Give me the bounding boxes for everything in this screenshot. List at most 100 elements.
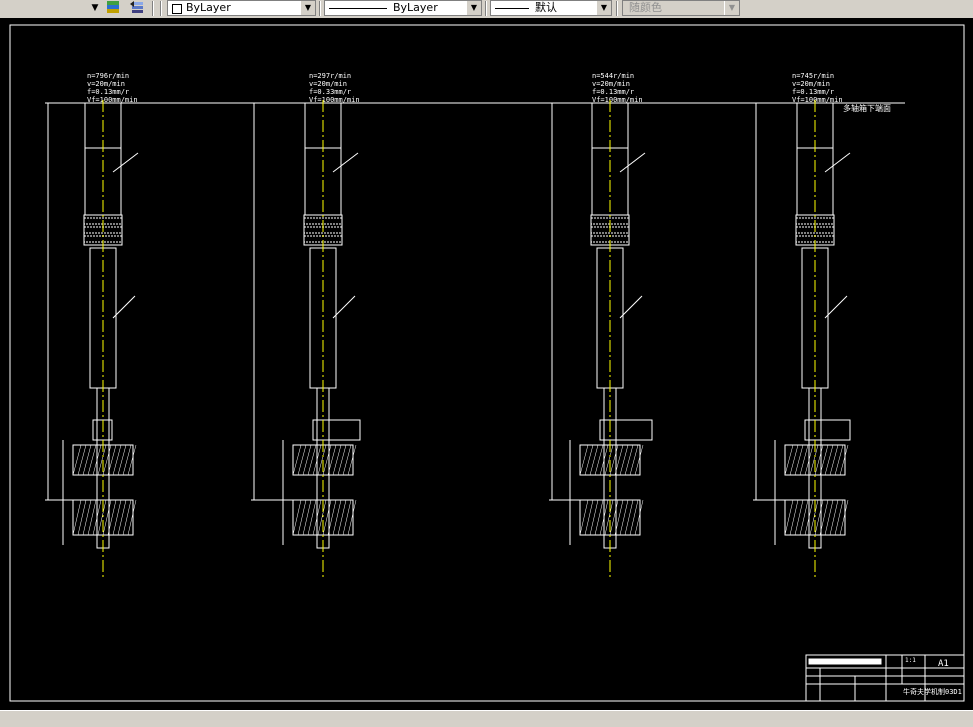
title-sheet-size: A1 <box>938 659 949 669</box>
color-swatch <box>172 4 182 14</box>
tool-stage-1: n=796r/minv=20m/minf=0.13mm/rVf=100mm/mi… <box>45 72 139 580</box>
hatch-line <box>629 444 639 476</box>
chevron-down-icon[interactable]: ▼ <box>596 1 611 15</box>
hatch-line <box>789 444 799 476</box>
hatch-line <box>829 499 839 536</box>
cutting-param: Vf=100mm/min <box>309 96 360 104</box>
leader-line <box>619 152 646 173</box>
hatch-line <box>839 444 849 476</box>
hatch-line <box>127 499 137 536</box>
hatch-line <box>327 499 337 536</box>
hatch-line <box>327 444 337 476</box>
hatch-line <box>82 444 92 476</box>
status-bar <box>0 710 973 727</box>
color-combo-value: ByLayer <box>186 1 231 14</box>
hatch-line <box>117 444 127 476</box>
hatch-line <box>614 499 624 536</box>
hatch-line <box>322 499 332 536</box>
guide-bush <box>804 419 851 441</box>
hatch-line <box>784 499 794 536</box>
spindle-box-note: 多轴箱下端面 <box>843 103 891 113</box>
hatch-line <box>87 499 97 536</box>
cutting-param: Vf=100mm/min <box>87 96 138 104</box>
spindle-body <box>591 102 629 216</box>
tool-stage-2: n=297r/minv=20m/minf=0.33mm/rVf=100mm/mi… <box>251 72 361 580</box>
chevron-down-icon[interactable]: ▼ <box>466 1 481 15</box>
hatch-line <box>794 444 804 476</box>
toolbar-separator <box>616 1 618 16</box>
title-block <box>805 654 965 702</box>
hatch-line <box>297 499 307 536</box>
leader-line <box>112 295 136 319</box>
spindle-body <box>304 102 342 216</box>
leader-line <box>332 152 359 173</box>
hatch-line <box>594 499 604 536</box>
cutting-param: n=796r/min <box>87 72 129 80</box>
hatch-line <box>342 499 352 536</box>
guide-bush <box>312 419 361 441</box>
title-scale: 1:1 <box>905 657 916 664</box>
hatch-line <box>614 444 624 476</box>
hatch-line <box>609 499 619 536</box>
hatch-line <box>829 444 839 476</box>
hatch-line <box>312 499 322 536</box>
color-control-combo[interactable]: ByLayer ▼ <box>167 0 316 16</box>
hatch-line <box>317 499 327 536</box>
hatch-line <box>599 444 609 476</box>
hatch-line <box>337 444 347 476</box>
layer-states-icon[interactable] <box>104 0 122 17</box>
sheet-border <box>9 24 965 702</box>
hatch-line <box>317 444 327 476</box>
cutting-param: v=20m/min <box>309 80 347 88</box>
spindle-body <box>796 102 834 216</box>
layer-previous-icon[interactable] <box>128 0 146 17</box>
chevron-down-icon[interactable]: ▼ <box>300 1 315 15</box>
hatch-line <box>624 499 634 536</box>
hatch-line <box>794 499 804 536</box>
hatch-line <box>809 444 819 476</box>
hatch-line <box>814 499 824 536</box>
hatch-line <box>77 444 87 476</box>
chevron-down-icon: ▼ <box>724 1 739 15</box>
hatch-line <box>87 444 97 476</box>
lineweight-control-combo[interactable]: 默认 ▼ <box>490 0 612 16</box>
hatch-line <box>609 444 619 476</box>
lineweight-combo-value: 默认 <box>535 1 557 14</box>
hatch-line <box>332 499 342 536</box>
hatch-line <box>307 444 317 476</box>
lineweight-sample <box>495 8 529 9</box>
hatch-line <box>629 499 639 536</box>
linetype-combo-value: ByLayer <box>393 1 438 14</box>
cutting-param: Vf=100mm/min <box>592 96 643 104</box>
cutting-param: v=20m/min <box>792 80 830 88</box>
leader-line <box>824 295 848 319</box>
hatch-line <box>579 444 589 476</box>
hatch-line <box>799 444 809 476</box>
cutting-param: n=745r/min <box>792 72 834 80</box>
linetype-sample <box>329 8 387 9</box>
hatch-line <box>117 499 127 536</box>
hatch-line <box>347 499 357 536</box>
hatch-line <box>77 499 87 536</box>
dropdown-arrow-icon[interactable]: ▼ <box>91 3 99 13</box>
hatch-line <box>594 444 604 476</box>
linetype-control-combo[interactable]: ByLayer ▼ <box>324 0 482 16</box>
hatch-line <box>804 499 814 536</box>
hatch-line <box>834 444 844 476</box>
leader-line <box>824 152 851 173</box>
properties-toolbar: ▼ ByLayer ▼ ByLayer ▼ 默认 ▼ 随颜色 ▼ <box>0 0 973 19</box>
hatch-line <box>92 499 102 536</box>
cutting-param: f=0.13mm/r <box>87 88 129 96</box>
hatch-line <box>824 444 834 476</box>
hatch-line <box>342 444 352 476</box>
cutting-param: v=20m/min <box>592 80 630 88</box>
cad-drawing: 多轴箱下端面 n=796r/minv=20m/minf=0.13mm/rVf=1… <box>9 24 965 702</box>
hatch-line <box>322 444 332 476</box>
hatch-line <box>579 499 589 536</box>
hatch-line <box>619 499 629 536</box>
hatch-line <box>332 444 342 476</box>
hatch-line <box>584 499 594 536</box>
hatch-line <box>589 499 599 536</box>
leader-line <box>112 152 139 173</box>
